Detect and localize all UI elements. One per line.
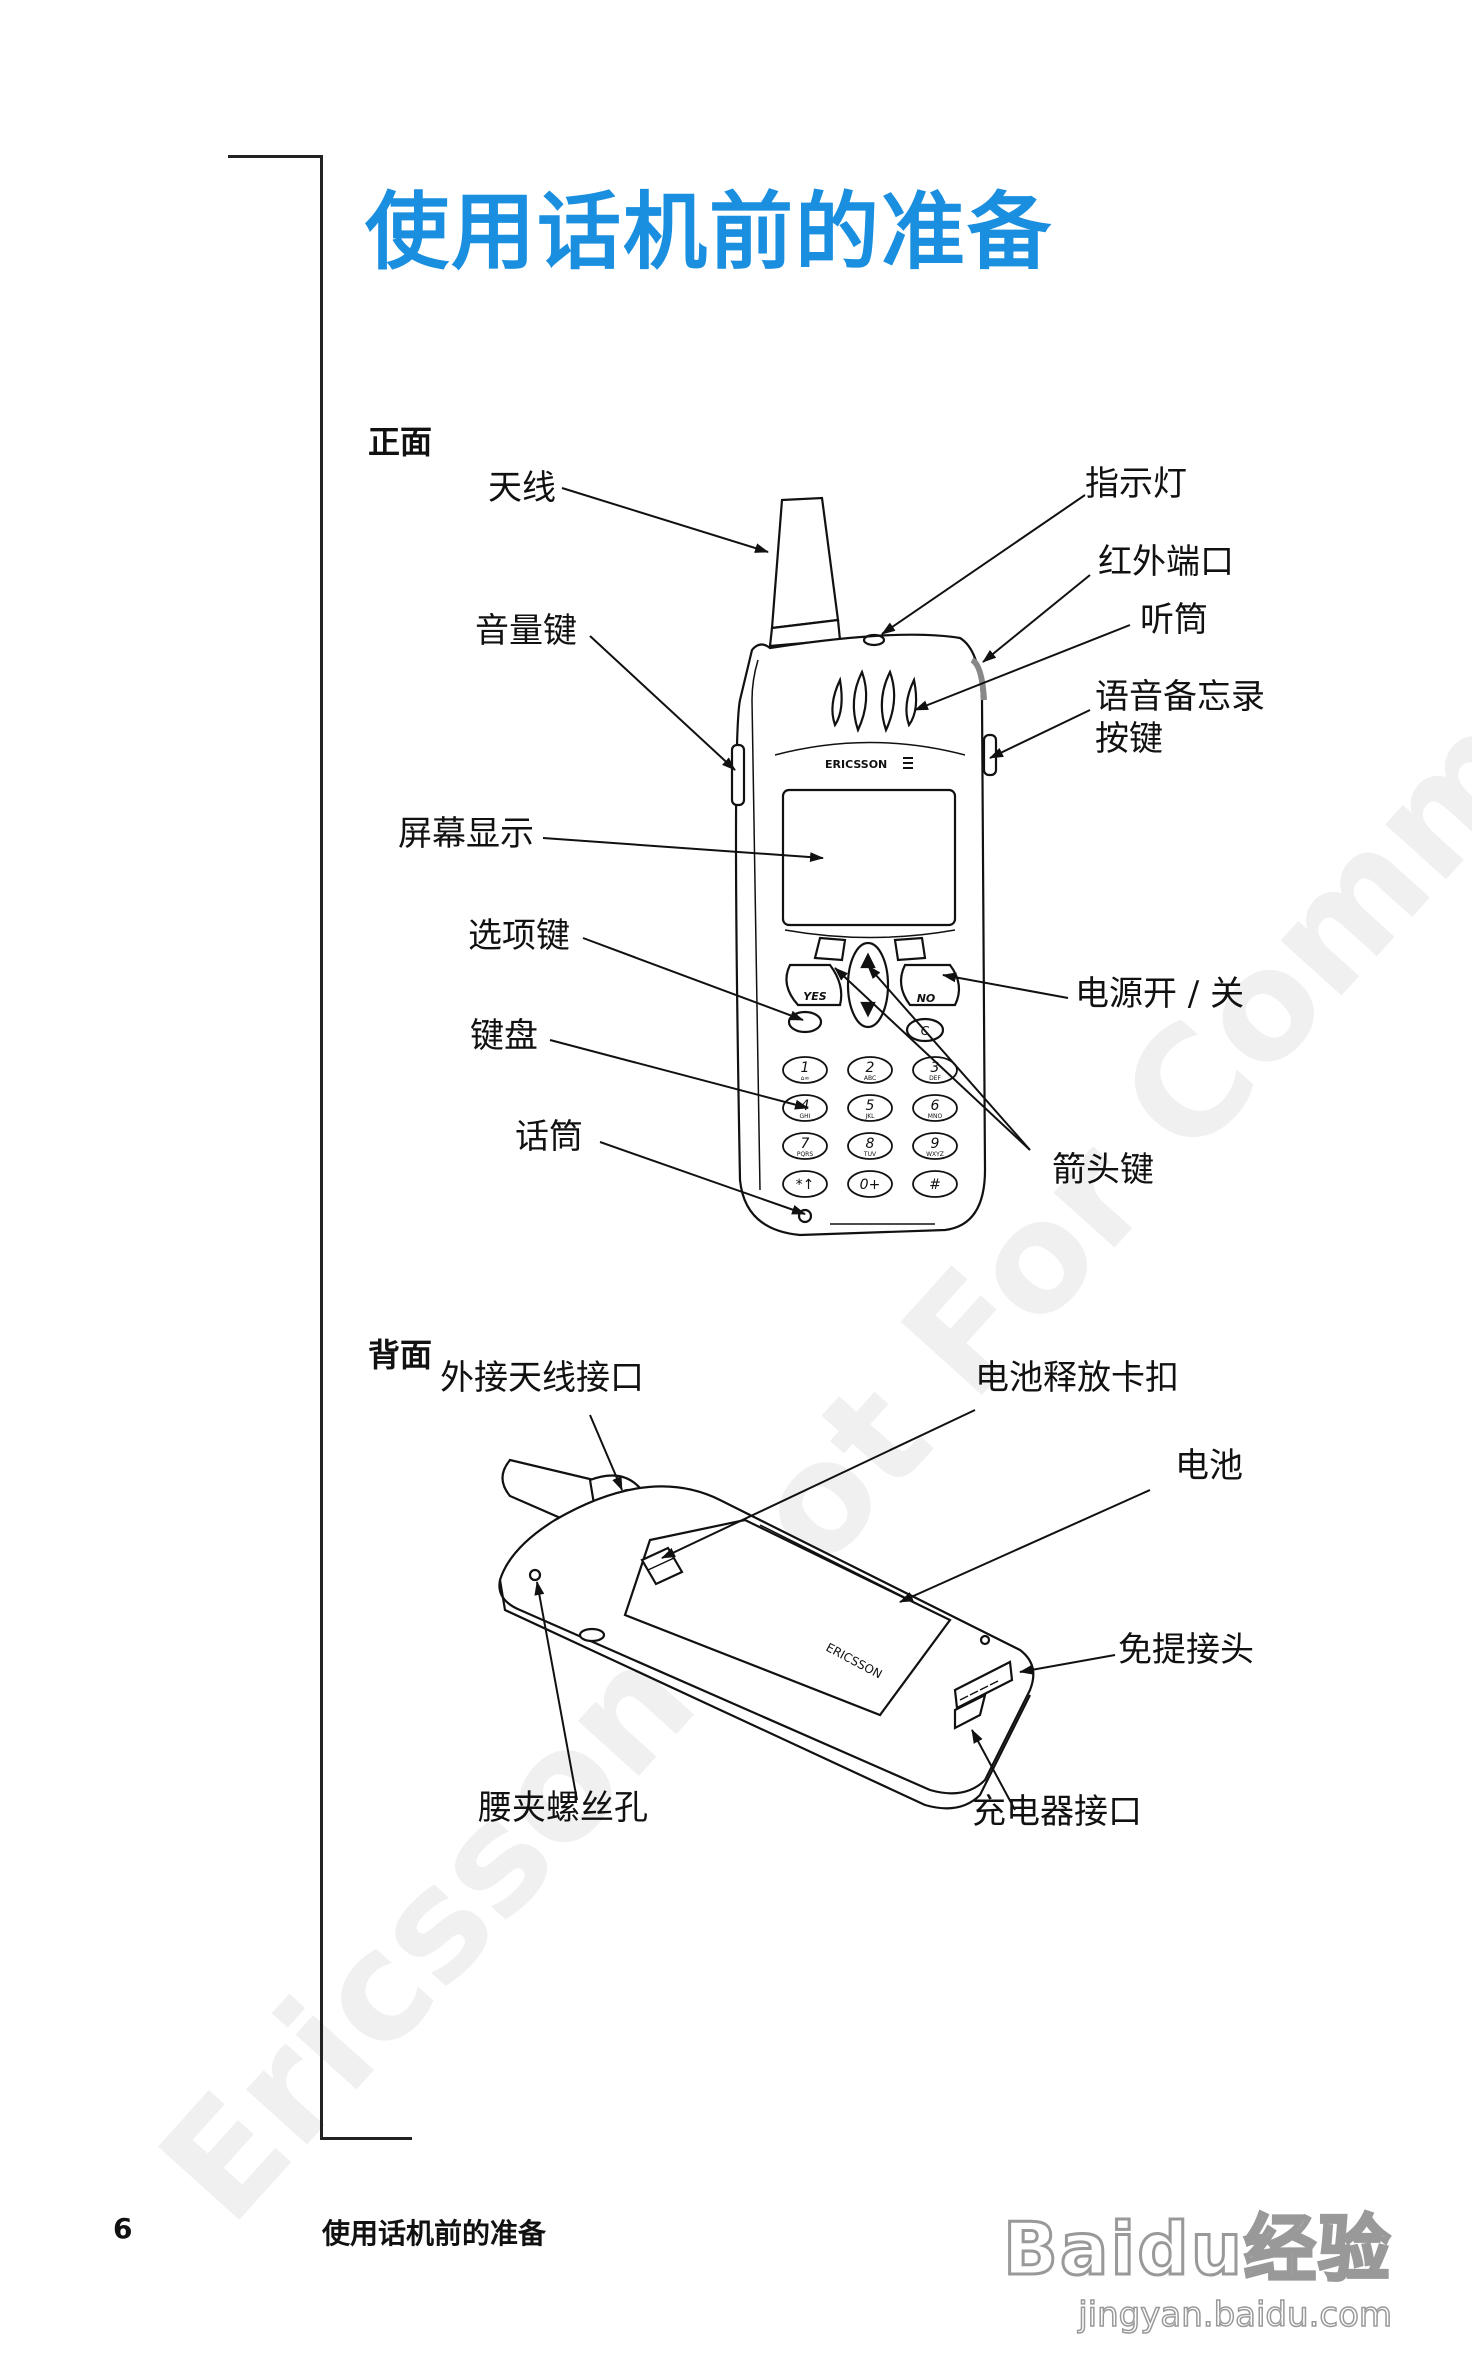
key-5-sub: JKL (864, 1113, 875, 1120)
baidu-jingyan-logo: Baidu经验 jingyan.baidu.com (1002, 2195, 1393, 2336)
key-2-sub: ABC (864, 1075, 876, 1082)
front-heading: 正面 (368, 423, 433, 461)
label-indicator: 指示灯 (1085, 464, 1187, 504)
margin-rule-top (228, 155, 322, 158)
key-2-label: 2 (866, 1060, 875, 1076)
front-leader-lines (542, 487, 1131, 1215)
label-power: 电源开 / 关 (1075, 974, 1245, 1014)
no-key-label: NO (917, 992, 936, 1005)
key-4-sub: GHI (800, 1113, 811, 1120)
key-7-sub: PQRS (797, 1151, 814, 1158)
page-number: 6 (113, 2212, 133, 2245)
key-6-sub: MNO (928, 1113, 943, 1120)
margin-rule-bottom (320, 2137, 412, 2140)
label-battery: 电池 (1175, 1446, 1243, 1486)
label-belt-clip: 腰夹螺丝孔 (478, 1788, 648, 1828)
back-leader-lines (534, 1409, 1151, 1811)
key-9-label: 9 (931, 1136, 940, 1152)
key-star-label: *↑ (796, 1177, 815, 1193)
key-8-label: 8 (866, 1136, 875, 1152)
key-5-label: 5 (866, 1098, 875, 1114)
label-microphone: 话筒 (515, 1117, 583, 1157)
logo-main-text: Baidu经验 (1002, 2206, 1392, 2293)
back-heading: 背面 (368, 1336, 433, 1374)
label-keypad: 键盘 (470, 1016, 538, 1056)
key-1-label: 1 (801, 1060, 810, 1076)
label-voice-memo-line1: 语音备忘录 (1095, 677, 1265, 717)
key-7-label: 7 (801, 1136, 810, 1152)
label-ext-antenna: 外接天线接口 (440, 1358, 644, 1398)
key-3-sub: DEF (929, 1075, 941, 1082)
yes-key-label: YES (803, 990, 826, 1003)
key-hash-label: # (929, 1177, 941, 1193)
key-3-label: 3 (931, 1060, 940, 1076)
label-display: 屏幕显示 (398, 814, 534, 854)
label-arrow-keys: 箭头键 (1052, 1150, 1154, 1190)
label-infrared: 红外端口 (1098, 542, 1234, 582)
key-0-label: 0+ (860, 1177, 881, 1193)
footer-title: 使用话机前的准备 (322, 2217, 547, 2250)
front-brand: ERICSSON (825, 758, 887, 771)
label-earpiece: 听筒 (1140, 600, 1208, 640)
label-battery-release: 电池释放卡扣 (975, 1358, 1179, 1398)
label-voice-memo-line2: 按键 (1095, 719, 1163, 759)
key-6-label: 6 (931, 1098, 940, 1114)
label-antenna: 天线 (488, 468, 556, 508)
margin-rule-vertical (320, 155, 323, 2140)
back-phone-illustration: ERICSSON (498, 1458, 1035, 1810)
key-8-sub: TUV (863, 1151, 877, 1158)
label-charger: 充电器接口 (972, 1792, 1142, 1832)
key-9-sub: WXYZ (926, 1151, 944, 1158)
label-option-key: 选项键 (468, 916, 570, 956)
front-phone-illustration: ERICSSON (730, 496, 998, 1237)
logo-sub-text: jingyan.baidu.com (1077, 2294, 1392, 2336)
label-volume-key: 音量键 (475, 611, 577, 651)
label-handsfree: 免提接头 (1118, 1630, 1254, 1670)
key-1-sub: ⌂∞ (801, 1075, 810, 1082)
page-title: 使用话机前的准备 (365, 183, 1054, 281)
